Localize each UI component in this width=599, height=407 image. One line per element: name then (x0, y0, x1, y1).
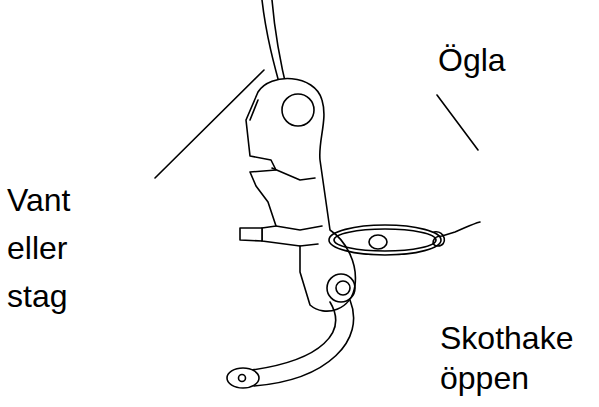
loop (329, 225, 441, 255)
part-label: Skothake öppen (440, 318, 592, 398)
shackle-arm (254, 300, 354, 386)
shackle-eye (282, 94, 314, 126)
loop-knot (433, 222, 480, 246)
loop-ring (369, 235, 387, 249)
part-label: Ögla (438, 40, 548, 80)
shackle-detail (300, 244, 318, 246)
loop (334, 229, 436, 251)
shackle-detail (250, 100, 258, 120)
leader-line (155, 70, 264, 178)
arm-eye (227, 368, 259, 388)
shackle-arm (252, 302, 336, 370)
leader-line (437, 95, 478, 150)
swivel (327, 274, 355, 302)
part-label: Vant eller stag (7, 176, 83, 320)
shackle-pin (240, 228, 262, 241)
shackle-body (246, 79, 355, 312)
arm-eye-hole (239, 375, 246, 382)
swivel-hole (336, 281, 350, 295)
shackle-detail (276, 226, 322, 230)
shackle-detail (272, 168, 315, 180)
